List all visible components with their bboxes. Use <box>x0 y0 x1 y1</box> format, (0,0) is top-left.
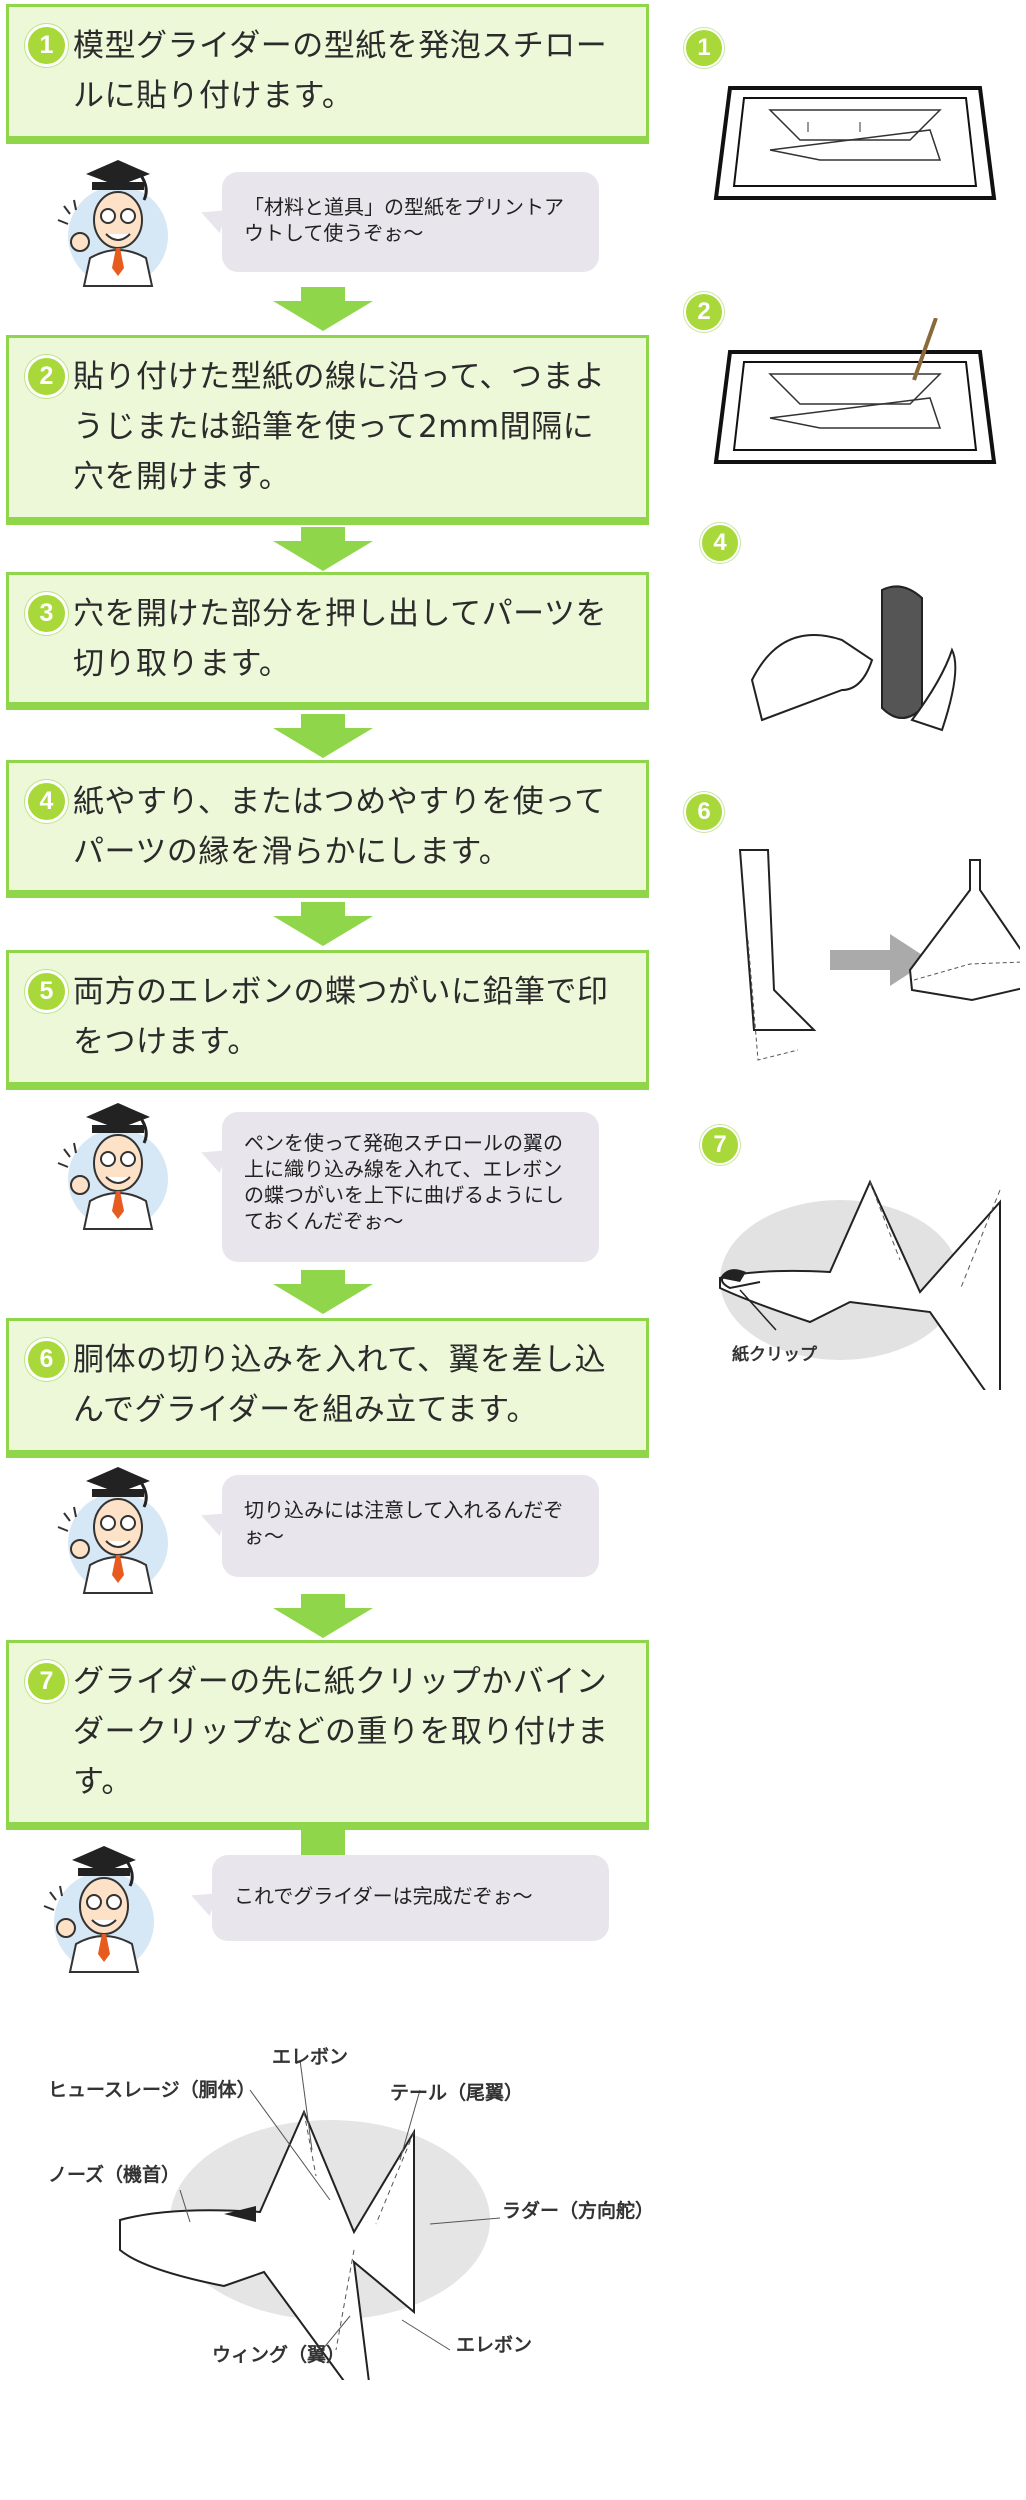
step-5: 5 両方のエレボンの蝶つがいに鉛筆で印をつけます。 <box>6 950 649 1090</box>
step-text: 貼り付けた型紙の線に沿って、つまようじまたは鉛筆を使って2mm間隔に穴を開けます… <box>73 359 606 495</box>
figure-sanding <box>750 585 957 732</box>
figure-number-badge: 6 <box>684 792 724 832</box>
step-text: グライダーの先に紙クリップかバインダークリップなどの重りを取り付けます。 <box>73 1664 609 1800</box>
step-3: 3 穴を開けた部分を押し出してパーツを切り取ります。 <box>6 572 649 710</box>
step-6: 6 胴体の切り込みを入れて、翼を差し込んでグライダーを組み立てます。 <box>6 1318 649 1458</box>
figure-glider-with-clip <box>719 1179 1001 1390</box>
step-number-badge: 6 <box>25 1338 68 1381</box>
step-text: 紙やすり、またはつめやすりを使ってパーツの縁を滑らかにします。 <box>73 784 606 870</box>
step-text: 両方のエレボンの蝶つがいに鉛筆で印をつけます。 <box>73 974 609 1060</box>
hint-bubble: 切り込みには注意して入れるんだぞぉ～ <box>222 1475 599 1577</box>
hint-text: これでグライダーは完成だぞぉ～ <box>234 1884 533 1908</box>
hint-bubble: 「材料と道具」の型紙をプリントアウトして使うぞぉ～ <box>222 172 599 272</box>
label-wing: ウィング（翼） <box>212 2345 346 2366</box>
figure-number-badge: 2 <box>684 292 724 332</box>
step-number-badge: 7 <box>25 1660 68 1703</box>
clip-label: 紙クリップ <box>732 1345 817 1364</box>
step-number-badge: 4 <box>25 780 68 823</box>
step-number-badge: 2 <box>25 355 68 398</box>
step-4: 4 紙やすり、またはつめやすりを使ってパーツの縁を滑らかにします。 <box>6 760 649 898</box>
figure-number-badge: 1 <box>684 28 724 68</box>
figure-number-badge: 7 <box>700 1125 740 1165</box>
down-arrow-icon <box>273 1270 373 1314</box>
step-7: 7 グライダーの先に紙クリップかバインダークリップなどの重りを取り付けます。 <box>6 1640 649 1830</box>
label-elevon-top: エレボン <box>272 2047 349 2068</box>
label-rudder: ラダー（方向舵） <box>502 2201 655 2222</box>
hint-bubble: ペンを使って発砲スチロールの翼の上に織り込み線を入れて、エレボンの蝶つがいを上下… <box>222 1112 599 1262</box>
step-number-badge: 3 <box>25 592 68 635</box>
professor-icon <box>57 160 168 287</box>
step-text: 穴を開けた部分を押し出してパーツを切り取ります。 <box>73 596 607 682</box>
professor-icon <box>57 1467 168 1594</box>
professor-icon <box>43 1846 154 1973</box>
step-1: 1 模型グライダーの型紙を発泡スチロールに貼り付けます。 <box>6 4 649 144</box>
down-arrow-icon <box>273 902 373 946</box>
glider-parts-diagram <box>119 2059 501 2380</box>
down-arrow-icon <box>273 1594 373 1638</box>
label-tail: テール（尾翼） <box>390 2083 524 2104</box>
hint-text: 「材料と道具」の型紙をプリントアウトして使うぞぉ～ <box>244 195 564 245</box>
figure-number-badge: 4 <box>700 523 740 563</box>
step-number-badge: 5 <box>25 970 68 1013</box>
label-elevon-bottom: エレボン <box>456 2335 533 2356</box>
hint-text: ペンを使って発砲スチロールの翼の上に織り込み線を入れて、エレボンの蝶つがいを上下… <box>244 1131 564 1233</box>
step-number-badge: 1 <box>25 24 68 67</box>
hint-text: 切り込みには注意して入れるんだぞぉ～ <box>244 1498 564 1548</box>
hint-bubble: これでグライダーは完成だぞぉ～ <box>212 1855 609 1941</box>
label-nose: ノーズ（機首） <box>48 2165 181 2186</box>
step-2: 2 貼り付けた型紙の線に沿って、つまようじまたは鉛筆を使って2mm間隔に穴を開け… <box>6 335 649 525</box>
down-arrow-icon <box>273 287 373 331</box>
professor-icon <box>57 1103 168 1230</box>
figure-template-on-foam <box>713 86 997 200</box>
step-text: 模型グライダーの型紙を発泡スチロールに貼り付けます。 <box>73 28 608 114</box>
figure-assembling <box>738 849 1020 1061</box>
down-arrow-icon <box>273 527 373 571</box>
down-arrow-icon <box>273 714 373 758</box>
step-text: 胴体の切り込みを入れて、翼を差し込んでグライダーを組み立てます。 <box>73 1342 607 1428</box>
figure-poking-holes <box>713 318 997 464</box>
label-fuselage: ヒュースレージ（胴体） <box>48 2080 256 2101</box>
